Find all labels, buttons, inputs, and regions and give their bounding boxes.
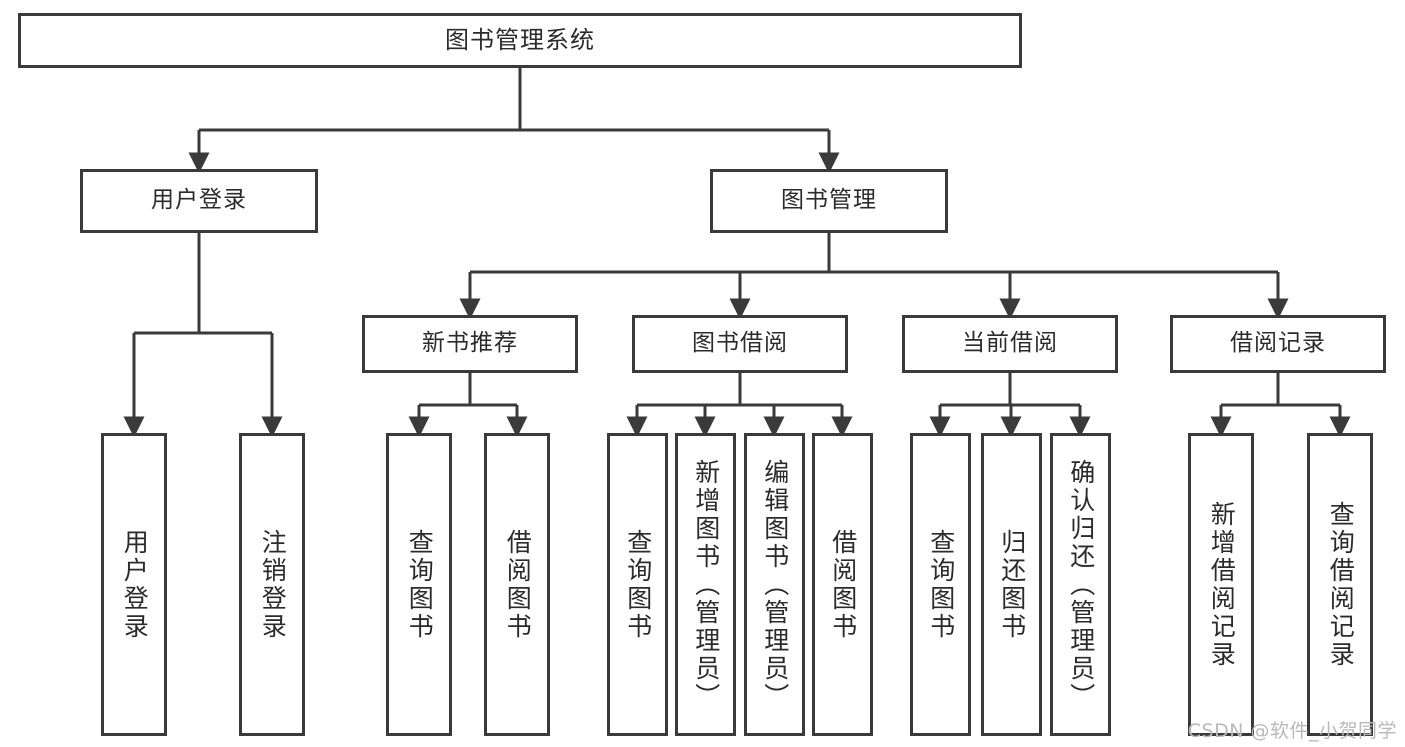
leaf-user-login[interactable]: 用户登录 bbox=[101, 433, 167, 736]
node-user-login-label: 用户登录 bbox=[151, 187, 247, 214]
leaf-confirm-return-admin[interactable]: 确认归还（管理员） bbox=[1050, 433, 1111, 736]
leaf-add-borrow-record-label: 新增借阅记录 bbox=[1207, 500, 1237, 669]
leaf-borrow-book-new[interactable]: 借阅图书 bbox=[484, 433, 550, 736]
leaf-logout[interactable]: 注销登录 bbox=[239, 433, 305, 736]
leaf-query-book-new[interactable]: 查询图书 bbox=[386, 433, 452, 736]
leaf-borrow-book-label: 借阅图书 bbox=[828, 528, 858, 641]
leaf-confirm-return-admin-label: 确认归还（管理员） bbox=[1066, 458, 1096, 711]
leaf-logout-label: 注销登录 bbox=[258, 528, 288, 641]
node-book-management[interactable]: 图书管理 bbox=[710, 169, 948, 233]
leaf-query-book-current[interactable]: 查询图书 bbox=[910, 433, 971, 736]
leaf-edit-book-admin[interactable]: 编辑图书（管理员） bbox=[744, 433, 805, 736]
node-current-borrow[interactable]: 当前借阅 bbox=[902, 315, 1118, 373]
leaf-return-book[interactable]: 归还图书 bbox=[981, 433, 1042, 736]
leaf-query-book-current-label: 查询图书 bbox=[926, 528, 956, 641]
leaf-query-book-borrow[interactable]: 查询图书 bbox=[607, 433, 668, 736]
node-root-label: 图书管理系统 bbox=[445, 26, 595, 55]
node-borrow-records-label: 借阅记录 bbox=[1230, 330, 1326, 357]
leaf-add-borrow-record[interactable]: 新增借阅记录 bbox=[1188, 433, 1254, 736]
node-root[interactable]: 图书管理系统 bbox=[18, 13, 1022, 68]
leaf-edit-book-admin-label: 编辑图书（管理员） bbox=[760, 458, 790, 711]
node-user-login[interactable]: 用户登录 bbox=[80, 169, 318, 233]
leaf-borrow-book[interactable]: 借阅图书 bbox=[812, 433, 873, 736]
node-book-borrow-label: 图书借阅 bbox=[692, 330, 788, 357]
leaf-user-login-label: 用户登录 bbox=[120, 528, 150, 641]
leaf-add-book-admin[interactable]: 新增图书（管理员） bbox=[675, 433, 736, 736]
node-current-borrow-label: 当前借阅 bbox=[962, 330, 1058, 357]
leaf-query-borrow-record[interactable]: 查询借阅记录 bbox=[1307, 433, 1373, 736]
node-new-book-recommend-label: 新书推荐 bbox=[422, 330, 518, 357]
leaf-query-borrow-record-label: 查询借阅记录 bbox=[1326, 500, 1356, 669]
node-book-borrow[interactable]: 图书借阅 bbox=[632, 315, 848, 373]
leaf-borrow-book-new-label: 借阅图书 bbox=[503, 528, 533, 641]
leaf-return-book-label: 归还图书 bbox=[997, 528, 1027, 641]
node-book-management-label: 图书管理 bbox=[781, 187, 877, 214]
node-new-book-recommend[interactable]: 新书推荐 bbox=[362, 315, 578, 373]
leaf-query-book-borrow-label: 查询图书 bbox=[623, 528, 653, 641]
node-borrow-records[interactable]: 借阅记录 bbox=[1170, 315, 1386, 373]
leaf-query-book-new-label: 查询图书 bbox=[405, 528, 435, 641]
leaf-add-book-admin-label: 新增图书（管理员） bbox=[691, 458, 721, 711]
